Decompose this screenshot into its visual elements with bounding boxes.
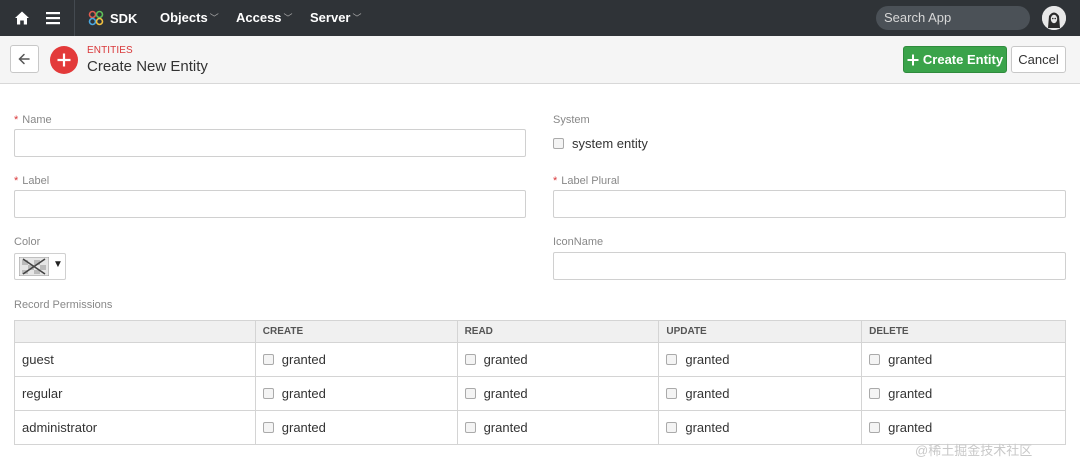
sdk-label: SDK: [110, 10, 138, 26]
delete-granted-checkbox[interactable]: [869, 388, 881, 399]
granted-label: granted: [483, 352, 528, 367]
plus-circle-icon: [57, 53, 71, 67]
system-label: System: [553, 114, 590, 126]
label-plural-field[interactable]: [553, 190, 1066, 218]
granted-label: granted: [483, 420, 528, 435]
granted-label: granted: [888, 352, 933, 367]
read-granted-checkbox[interactable]: [464, 422, 476, 433]
nav-server-label: Server: [310, 10, 351, 25]
column-header-role: [14, 320, 256, 343]
nav-access-label: Access: [236, 10, 282, 25]
color-picker[interactable]: ▼: [14, 253, 66, 280]
user-avatar-icon: [1042, 6, 1066, 30]
chevron-down-icon: ﹀: [352, 13, 362, 23]
avatar[interactable]: [1042, 6, 1066, 30]
label-label-text: Label: [22, 175, 50, 187]
name-label-text: Name: [22, 114, 52, 126]
required-mark: *: [553, 175, 558, 187]
entities-badge: [50, 46, 78, 74]
sdk-nav-link[interactable]: SDK: [88, 9, 137, 27]
table-header-row: CREATE READ UPDATE DELETE: [14, 320, 1066, 343]
system-entity-checkbox-label: system entity: [572, 136, 648, 151]
granted-label: granted: [685, 352, 730, 367]
hamburger-menu-icon[interactable]: [46, 11, 60, 25]
column-header-read: READ: [456, 320, 660, 343]
granted-label: granted: [483, 386, 528, 401]
create-granted-checkbox[interactable]: [262, 354, 274, 365]
cancel-button[interactable]: Cancel: [1011, 46, 1066, 73]
nav-access[interactable]: Access ﹀: [236, 10, 293, 25]
role-cell: guest: [14, 342, 256, 377]
label-field[interactable]: [14, 190, 526, 218]
role-cell: administrator: [14, 410, 256, 445]
delete-granted-checkbox[interactable]: [869, 354, 881, 365]
name-label: *Name: [14, 114, 52, 126]
create-granted-checkbox[interactable]: [262, 388, 274, 399]
required-mark: *: [14, 114, 19, 126]
table-row: guest granted granted granted granted: [14, 342, 1066, 377]
plus-icon: [907, 54, 919, 65]
granted-label: granted: [281, 386, 326, 401]
column-header-create: CREATE: [254, 320, 458, 343]
sdk-icon: [88, 10, 104, 26]
breadcrumb[interactable]: ENTITIES: [87, 45, 133, 56]
granted-label: granted: [685, 386, 730, 401]
back-button[interactable]: [10, 45, 39, 73]
search-input[interactable]: Search App: [876, 6, 1030, 30]
nav-divider: [74, 0, 75, 36]
iconname-field[interactable]: [553, 252, 1066, 280]
update-granted-checkbox[interactable]: [666, 354, 678, 365]
system-entity-checkbox[interactable]: [553, 138, 564, 149]
granted-label: granted: [281, 352, 326, 367]
name-field[interactable]: [14, 129, 526, 157]
label-plural-label: *Label Plural: [553, 175, 619, 187]
column-header-delete: DELETE: [861, 320, 1066, 343]
nav-objects[interactable]: Objects ﹀: [160, 10, 219, 25]
column-header-update: UPDATE: [658, 320, 863, 343]
no-color-swatch-icon: [19, 257, 49, 276]
nav-objects-label: Objects: [160, 10, 208, 25]
table-row: regular granted granted granted granted: [14, 376, 1066, 411]
caret-down-icon: ▼: [53, 259, 63, 270]
delete-granted-checkbox[interactable]: [869, 422, 881, 433]
update-granted-checkbox[interactable]: [666, 388, 678, 399]
create-entity-button[interactable]: Create Entity: [903, 46, 1007, 73]
color-label: Color: [14, 236, 41, 248]
search-placeholder: Search App: [884, 10, 952, 25]
label-plural-label-text: Label Plural: [561, 175, 620, 187]
required-mark: *: [14, 175, 19, 187]
chevron-down-icon: ﹀: [209, 13, 219, 23]
granted-label: granted: [888, 386, 933, 401]
watermark: @稀土掘金技术社区: [915, 443, 1033, 458]
chevron-down-icon: ﹀: [283, 13, 293, 23]
nav-server[interactable]: Server ﹀: [310, 10, 362, 25]
role-cell: regular: [14, 376, 256, 411]
iconname-label: IconName: [553, 236, 604, 248]
page-header: ENTITIES Create New Entity Create Entity…: [0, 36, 1080, 84]
granted-label: granted: [685, 420, 730, 435]
record-permissions-label: Record Permissions: [14, 299, 113, 311]
read-granted-checkbox[interactable]: [464, 354, 476, 365]
permissions-table: CREATE READ UPDATE DELETE guest granted …: [14, 320, 1066, 445]
granted-label: granted: [888, 420, 933, 435]
table-row: administrator granted granted granted gr…: [14, 410, 1066, 445]
create-granted-checkbox[interactable]: [262, 422, 274, 433]
system-entity-row: system entity: [553, 136, 648, 151]
update-granted-checkbox[interactable]: [666, 422, 678, 433]
read-granted-checkbox[interactable]: [464, 388, 476, 399]
label-label: *Label: [14, 175, 49, 187]
top-navbar: SDK Objects ﹀ Access ﹀ Server ﹀ Search A…: [0, 0, 1080, 36]
granted-label: granted: [281, 420, 326, 435]
home-icon[interactable]: [14, 10, 30, 26]
page-title: Create New Entity: [87, 58, 208, 75]
create-entity-label: Create Entity: [922, 52, 1004, 67]
arrow-left-icon: [18, 53, 30, 65]
